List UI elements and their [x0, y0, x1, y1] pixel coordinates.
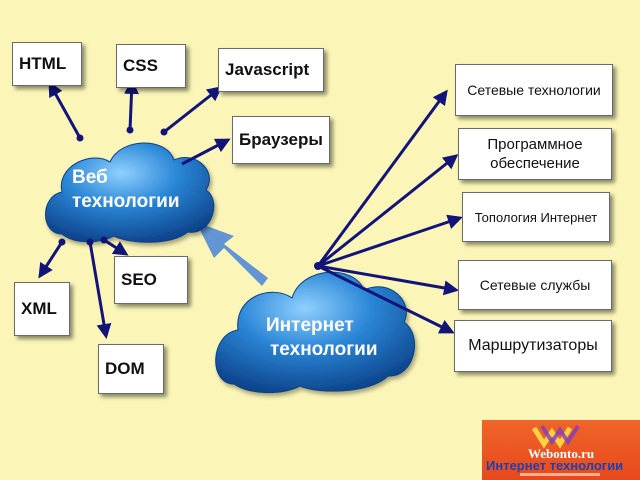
box-css: CSS	[116, 44, 186, 88]
web-cloud-line2: технологии	[72, 191, 180, 212]
box-xml: XML	[14, 282, 70, 336]
box-dom: DOM	[98, 344, 164, 394]
box-xml-label: XML	[21, 299, 57, 318]
big-arrow	[196, 222, 268, 286]
web-arrow-dots	[58, 126, 168, 246]
box-css-label: CSS	[123, 56, 158, 75]
box-routers: Маршрутизаторы	[454, 320, 612, 372]
box-dom-label: DOM	[105, 359, 145, 378]
box-net-tech-label: Сетевые технологии	[467, 82, 601, 98]
web-cloud-label: Веб технологии	[72, 166, 180, 214]
logo-site-text: Webonto.ru	[528, 446, 595, 461]
internet-arrows	[316, 89, 463, 334]
box-html: HTML	[12, 42, 82, 86]
box-software-line1: Программное	[487, 136, 583, 153]
web-cloud-line1: Веб	[72, 167, 108, 188]
internet-cloud-line2: технологии	[270, 339, 378, 360]
box-javascript-label: Javascript	[225, 60, 310, 79]
logo-title-text: Интернет технологии	[486, 458, 624, 473]
box-topology: Топология Интернет	[462, 192, 610, 242]
web-arrows	[38, 79, 231, 339]
box-software-line2: обеспечение	[490, 155, 580, 172]
box-routers-label: Маршрутизаторы	[468, 337, 598, 354]
internet-cloud-label: Интернет технологии	[266, 314, 378, 362]
box-software: Программное обеспечение	[458, 128, 612, 180]
box-javascript: Javascript	[218, 48, 324, 92]
box-services-label: Сетевые службы	[479, 277, 591, 293]
internet-arrow-hub	[314, 262, 322, 270]
box-browsers: Браузеры	[232, 116, 330, 164]
box-browsers-label: Браузеры	[239, 130, 323, 149]
site-logo: Webonto.ru Интернет технологии	[482, 420, 640, 480]
internet-cloud-shape	[215, 271, 415, 394]
box-net-tech: Сетевые технологии	[455, 64, 613, 116]
box-services: Сетевые службы	[458, 260, 612, 310]
box-seo: SEO	[114, 256, 188, 304]
box-topology-label: Топология Интернет	[474, 209, 598, 225]
internet-cloud-line1: Интернет	[266, 315, 354, 336]
logo-w-icon	[531, 424, 580, 449]
logo-tagline-bar	[520, 473, 600, 476]
box-html-label: HTML	[19, 54, 67, 73]
box-seo-label: SEO	[121, 270, 157, 289]
